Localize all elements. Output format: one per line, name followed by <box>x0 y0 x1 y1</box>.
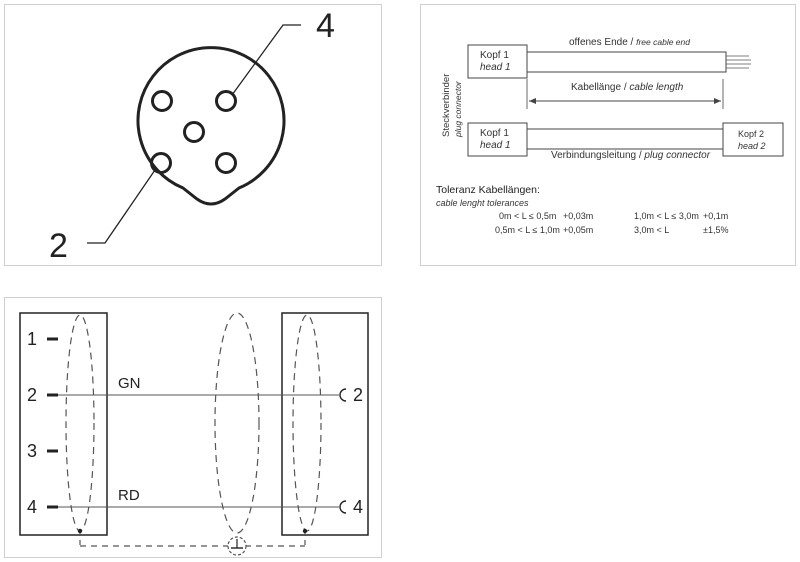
head2-box <box>722 122 784 157</box>
side-label-en: plug connector <box>453 80 463 138</box>
tolerance-range-2: 0,5m < L ≤ 1,0m <box>495 225 560 235</box>
leader-line-4 <box>231 24 301 96</box>
head1-box-top <box>467 44 528 79</box>
socket-contact-4 <box>339 500 347 514</box>
right-housing <box>281 312 369 536</box>
connector-outline <box>136 46 286 206</box>
wire-label-gn: GN <box>118 375 141 392</box>
pin-label-4: 4 <box>316 7 335 45</box>
tolerance-value-2: +0,05m <box>563 225 594 235</box>
leader-line-2 <box>87 169 156 244</box>
tolerance-range-3: 1,0m < L ≤ 3,0m <box>634 211 699 221</box>
cable-length-drawing: Steckverbinder plug connector <box>441 44 784 157</box>
tolerance-value-1: +0,03m <box>563 211 594 221</box>
left-housing <box>19 312 108 536</box>
tolerance-range-4: 3,0m < L <box>634 225 670 235</box>
head1-box-bottom <box>467 122 528 157</box>
left-pin-label-4: 4 <box>27 497 38 517</box>
pin-3 <box>215 152 237 174</box>
tolerance-title: Toleranz Kabellängen: <box>436 184 540 196</box>
pin-2 <box>150 152 172 174</box>
head1-label-bottom: Kopf 1 head 1 <box>480 128 511 151</box>
tolerance-subtitle: cable lenght tolerances <box>436 198 529 208</box>
connector-face-panel: 4 2 <box>4 4 382 266</box>
plug-connector-label: Verbindungsleitung / plug connector <box>551 150 711 161</box>
tolerance-value-4: ±1,5% <box>703 225 729 235</box>
head2-label: Kopf 2 head 2 <box>738 129 766 151</box>
head1-label-top: Kopf 1 head 1 <box>480 50 511 73</box>
right-pin-label-4: 4 <box>353 497 364 517</box>
left-pin-label-1: 1 <box>27 329 38 349</box>
tolerance-range-1: 0m < L ≤ 0,5m <box>499 211 557 221</box>
cable-length-label: Kabellänge / cable length <box>571 82 684 93</box>
wiring-drawing <box>19 312 369 556</box>
pin-1 <box>151 90 173 112</box>
left-pin-label-2: 2 <box>27 385 38 405</box>
socket-contact-2 <box>339 388 347 402</box>
shield-middle <box>214 312 260 534</box>
cable-body-top <box>526 51 727 73</box>
right-pin-label-2: 2 <box>353 385 364 405</box>
side-label-de: Steckverbinder <box>441 74 452 137</box>
left-pin-label-3: 3 <box>27 441 38 461</box>
pin-4 <box>215 90 237 112</box>
pin-label-2: 2 <box>49 227 68 265</box>
cable-body-bottom <box>526 128 724 150</box>
cable-length-panel: Steckverbinder plug connector Kopf 1 hea… <box>420 4 796 266</box>
open-end-label: offenes Ende / free cable end <box>569 37 690 48</box>
tolerance-value-3: +0,1m <box>703 211 729 221</box>
wiring-panel: 1 2 3 4 2 4 GN RD <box>4 297 382 558</box>
pin-5 <box>183 121 205 143</box>
shield-right <box>292 314 322 532</box>
wire-label-rd: RD <box>118 487 140 504</box>
shield-left <box>65 314 95 532</box>
connector-face-drawing <box>87 24 301 244</box>
